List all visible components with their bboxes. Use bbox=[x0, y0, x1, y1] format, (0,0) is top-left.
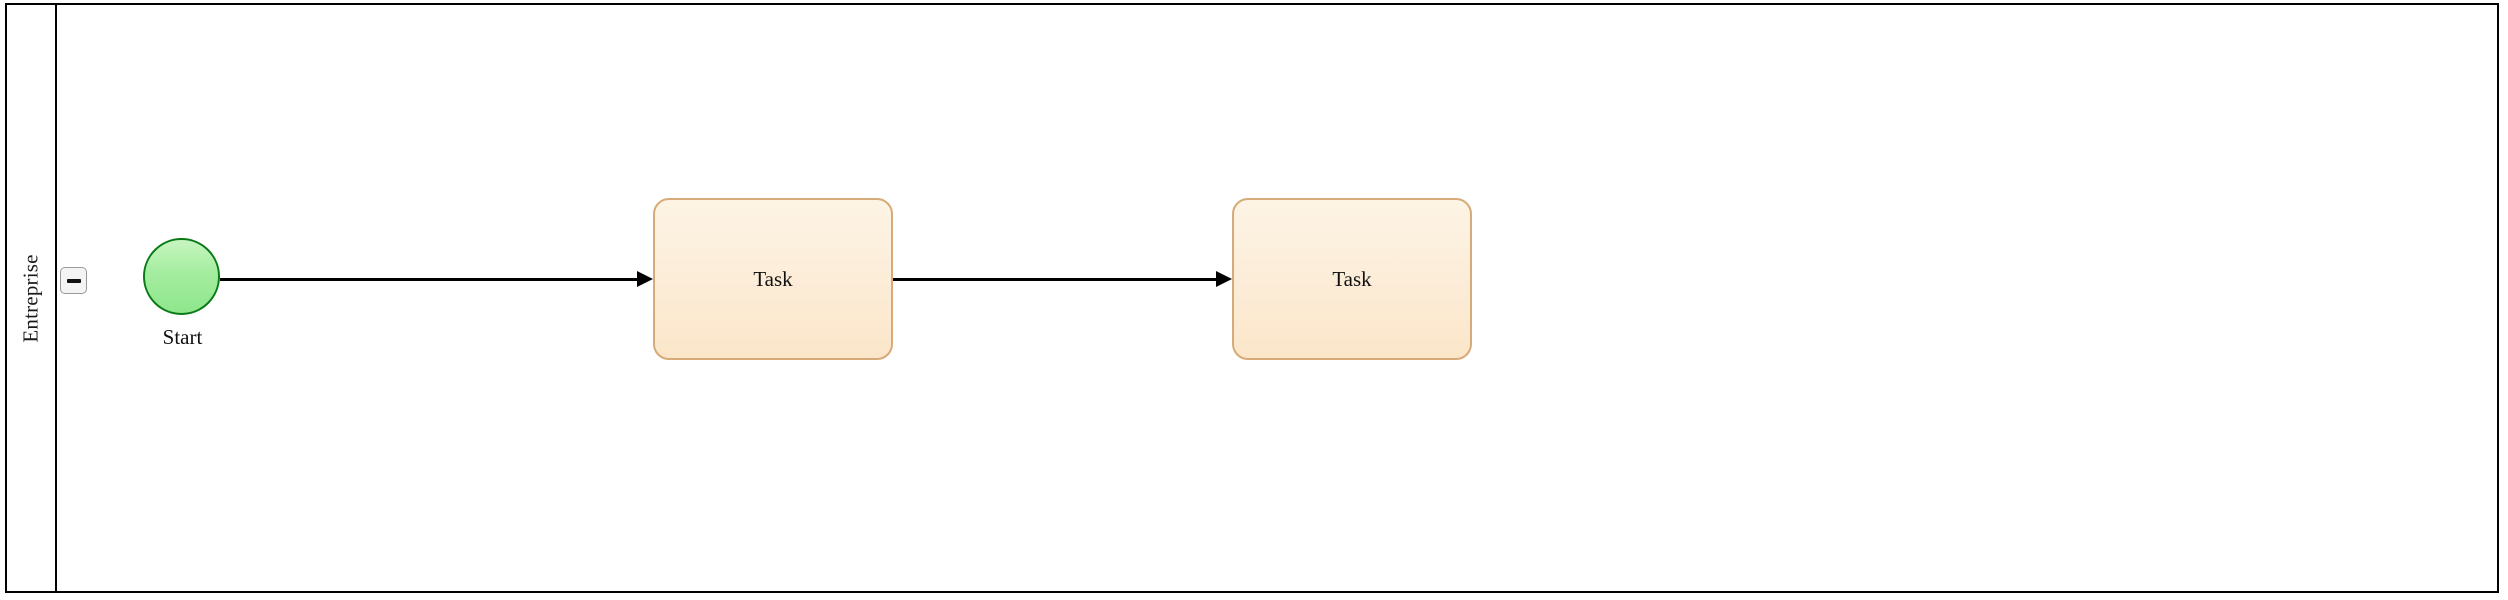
task-label: Task bbox=[1332, 266, 1372, 291]
lane-header[interactable]: Entreprise bbox=[7, 5, 57, 591]
arrowhead-icon bbox=[1216, 271, 1232, 287]
task-node-1[interactable]: Task bbox=[653, 198, 893, 360]
sequence-flow-start-to-task-1[interactable] bbox=[220, 270, 653, 290]
flow-line bbox=[893, 278, 1217, 281]
pool-entreprise[interactable]: Entreprise bbox=[5, 3, 2499, 593]
task-node-2[interactable]: Task bbox=[1232, 198, 1472, 360]
start-event-label: Start bbox=[162, 325, 203, 349]
arrowhead-icon bbox=[637, 271, 653, 287]
sequence-flow-task-1-to-task-2[interactable] bbox=[893, 270, 1232, 290]
start-event[interactable] bbox=[143, 238, 220, 315]
lane-collapse-button[interactable] bbox=[60, 267, 87, 294]
lane-title: Entreprise bbox=[18, 253, 43, 343]
flow-line bbox=[220, 278, 638, 281]
task-label: Task bbox=[753, 266, 793, 291]
minus-icon bbox=[66, 278, 81, 283]
